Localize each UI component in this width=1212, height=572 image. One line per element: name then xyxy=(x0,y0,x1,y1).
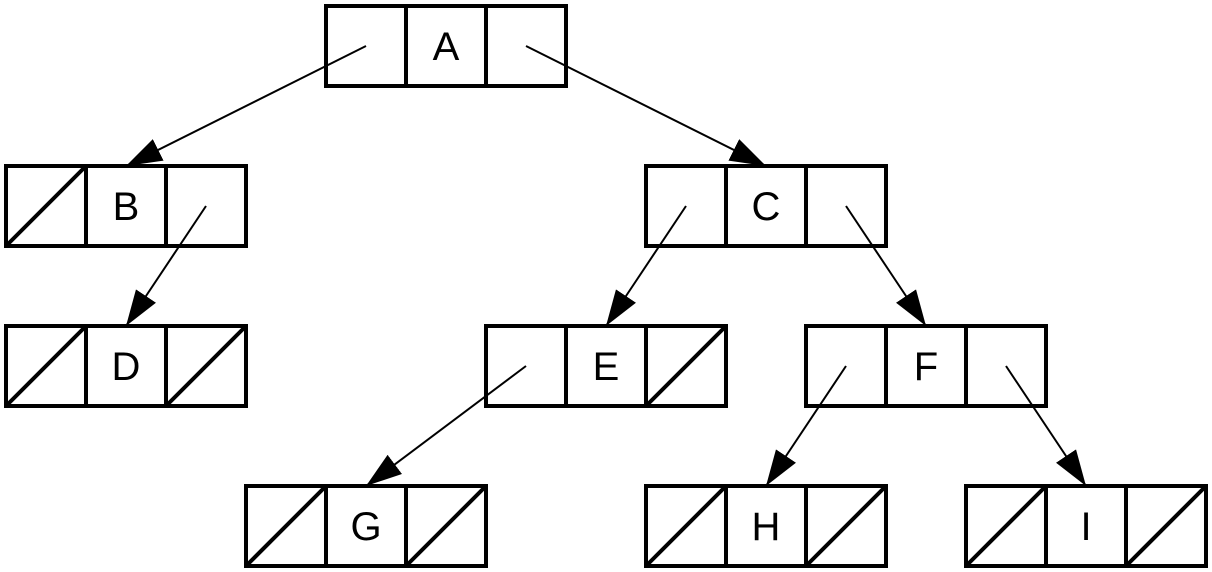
node-label: C xyxy=(752,185,781,229)
pointer-arrow-f-i xyxy=(1005,365,1087,487)
node-g: G xyxy=(244,484,488,568)
node-label: G xyxy=(350,505,381,549)
node-label: B xyxy=(113,185,140,229)
node-f: F xyxy=(804,324,1048,408)
node-c-right-cell xyxy=(804,164,888,248)
node-d: D xyxy=(4,324,248,408)
node-b-right-cell xyxy=(164,164,248,248)
null-pointer-slash xyxy=(244,484,328,568)
node-b: B xyxy=(4,164,248,248)
null-pointer-slash xyxy=(644,324,728,408)
node-label: I xyxy=(1080,505,1091,549)
node-e-right-cell xyxy=(644,324,728,408)
node-a-right-cell xyxy=(484,4,568,88)
node-h: H xyxy=(644,484,888,568)
node-a: A xyxy=(324,4,568,88)
node-d-right-cell xyxy=(164,324,248,408)
node-label: F xyxy=(914,345,938,389)
node-h-right-cell xyxy=(804,484,888,568)
nodes-layer: A B C D E F G H I xyxy=(4,4,1208,568)
node-g-right-cell xyxy=(404,484,488,568)
node-e: E xyxy=(484,324,728,408)
node-i-right-cell xyxy=(1124,484,1208,568)
null-pointer-slash xyxy=(4,164,88,248)
pointer-arrow-c-f xyxy=(845,205,927,327)
edges-layer xyxy=(125,45,1087,487)
node-c: C xyxy=(644,164,888,248)
node-label: D xyxy=(112,345,141,389)
pointer-arrow-b-d xyxy=(125,205,207,327)
node-i: I xyxy=(964,484,1208,568)
pointer-arrow-f-h xyxy=(765,365,847,487)
pointer-arrow-a-b xyxy=(125,45,367,167)
null-pointer-slash xyxy=(404,484,488,568)
null-pointer-slash xyxy=(804,484,888,568)
null-pointer-slash xyxy=(644,484,728,568)
null-pointer-slash xyxy=(964,484,1048,568)
null-pointer-slash xyxy=(164,324,248,408)
null-pointer-slash xyxy=(1124,484,1208,568)
pointer-arrow-e-g xyxy=(365,365,527,487)
pointer-arrow-c-e xyxy=(605,205,687,327)
null-pointer-slash xyxy=(4,324,88,408)
node-label: A xyxy=(433,25,460,69)
node-label: H xyxy=(752,505,781,549)
pointer-arrow-a-c xyxy=(525,45,767,167)
node-f-right-cell xyxy=(964,324,1048,408)
node-label: E xyxy=(593,345,620,389)
